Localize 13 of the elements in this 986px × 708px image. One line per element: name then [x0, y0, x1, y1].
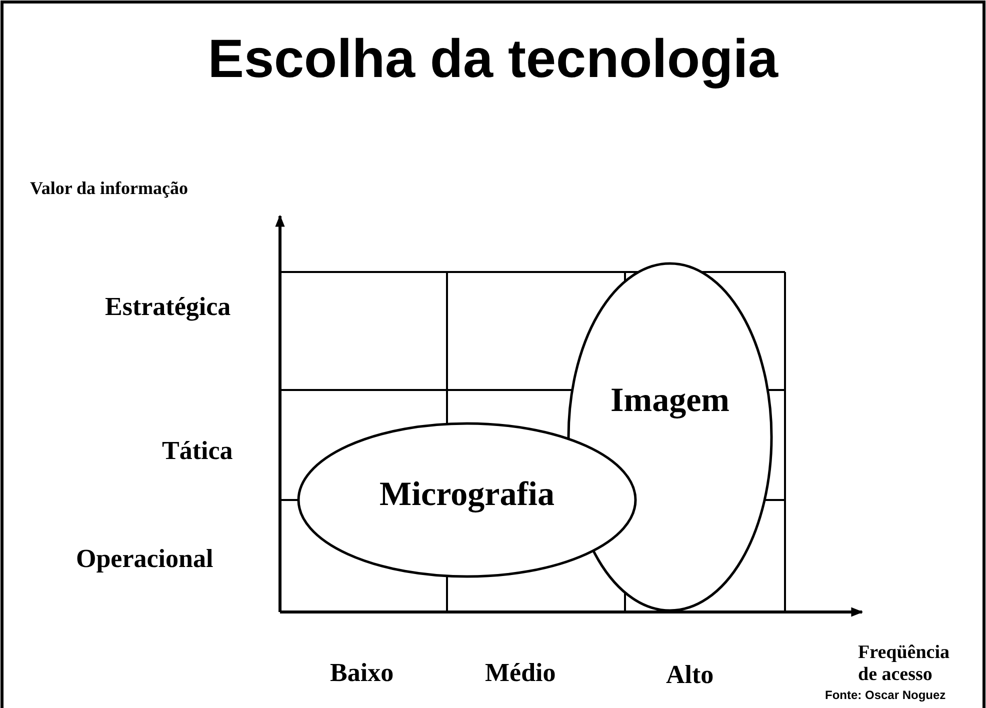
- axis-label: Alto: [666, 660, 714, 690]
- ellipse-shape: [297, 422, 637, 578]
- source-note: Fonte: Oscar Noguez: [825, 688, 946, 702]
- axis-label: Médio: [485, 658, 556, 688]
- axis-title: Valor da informação: [30, 178, 188, 199]
- ellipse-label: Micrografia: [378, 476, 556, 514]
- axis-label: Operacional: [76, 544, 214, 574]
- axis-title: Freqüência de acesso: [858, 642, 950, 686]
- axis-label: Estratégica: [105, 292, 231, 322]
- ellipse-label: Imagem: [610, 382, 730, 420]
- axis-label: Tática: [162, 436, 233, 466]
- axis-label: Baixo: [330, 658, 394, 688]
- title: Escolha da tecnologia: [206, 28, 780, 90]
